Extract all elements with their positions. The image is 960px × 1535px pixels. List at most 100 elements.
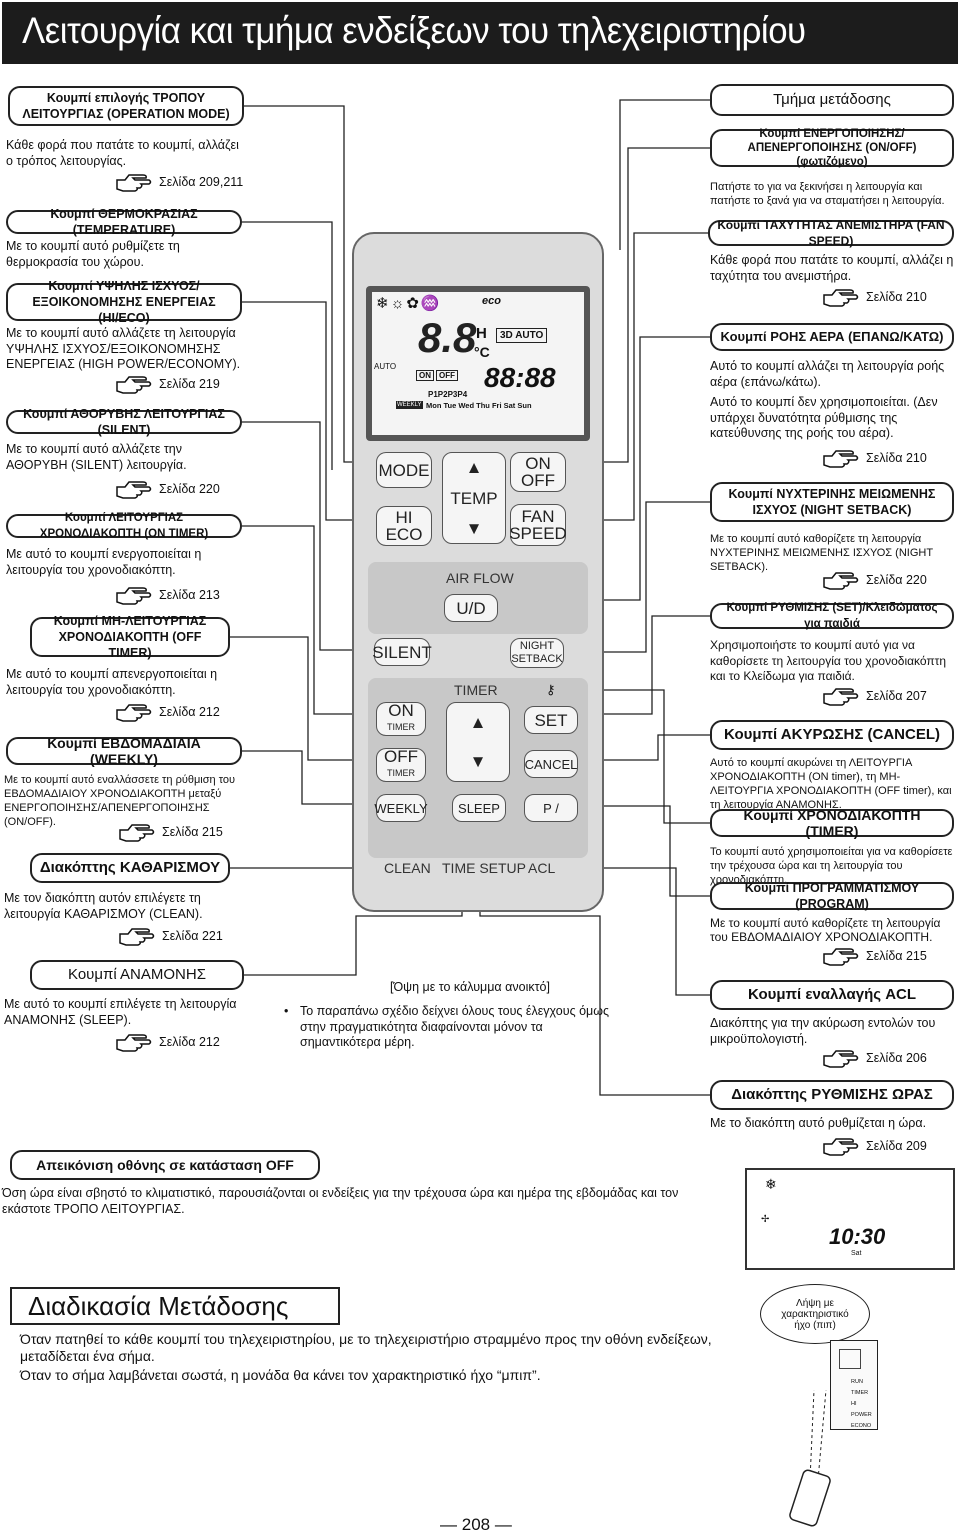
- lcd-unit: °C: [474, 344, 490, 360]
- timer-up-icon[interactable]: ▲: [469, 713, 487, 732]
- timer-down-icon[interactable]: ▼: [469, 752, 487, 771]
- cancel-button[interactable]: CANCEL: [524, 750, 578, 778]
- page-ref-text: Σελίδα 212: [159, 1035, 220, 1049]
- acl-switch[interactable]: ACL: [528, 860, 556, 876]
- timer-button[interactable]: ▲▼: [446, 702, 510, 782]
- set-button[interactable]: SET: [524, 706, 578, 734]
- label-text: Κουμπί ΑΘΟΡΥΒΗΣ ΛΕΙΤΟΥΡΓΙΑΣ (SILENT): [23, 407, 225, 437]
- page-ref-text: Σελίδα 209,211: [159, 175, 244, 189]
- label-temperature-button: Κουμπί ΘΕΡΜΟΚΡΑΣΙΑΣ (TEMPERATURE): [6, 207, 242, 237]
- page-header: Λειτουργία και τμήμα ενδείξεων του τηλεχ…: [2, 2, 958, 64]
- desc-acl: Διακόπτης για την ακύρωση εντολών του μι…: [710, 1016, 936, 1046]
- note-text: Το παραπάνω σχέδιο δείχνει όλους τους έλ…: [300, 1004, 610, 1049]
- label-time-setup-switch: Διακόπτης ΡΥΘΜΙΣΗΣ ΩΡΑΣ: [710, 1080, 954, 1110]
- label-mode-button: Κουμπί επιλογής ΤΡΟΠΟΥ ΛΕΙΤΟΥΡΓΙΑΣ (OPER…: [8, 86, 244, 126]
- page-ref-off-timer: Σελίδα 212: [115, 700, 220, 724]
- off-display-screen: ❄ ✢ 10:30 Sat: [745, 1168, 955, 1270]
- weekly-button[interactable]: WEEKLY: [374, 794, 428, 822]
- small-remote-icon: [789, 1469, 831, 1527]
- label-text: Κουμπί επιλογής ΤΡΟΠΟΥ ΛΕΙΤΟΥΡΓΙΑΣ (OPER…: [22, 91, 230, 121]
- temp-label: TEMP: [450, 488, 498, 508]
- fan-label: FAN: [521, 507, 555, 526]
- page-ref-clean: Σελίδα 221: [118, 924, 223, 948]
- page-ref-program: Σελίδα 215: [822, 944, 927, 968]
- eco-indicator: eco: [482, 295, 501, 307]
- silent-button[interactable]: SILENT: [372, 638, 432, 666]
- temp-down-icon[interactable]: ▼: [465, 519, 483, 538]
- label-text: Κουμπί ΜΗ-ΛΕΙΤΟΥΡΓΙΑΣ ΧΡΟΝΟΔΙΑΚΟΠΤΗ (OFF…: [53, 614, 207, 660]
- page-ref-sleep: Σελίδα 212: [115, 1030, 220, 1054]
- updown-button[interactable]: U/D: [444, 594, 498, 622]
- temp-up-icon[interactable]: ▲: [465, 458, 483, 477]
- temp-button[interactable]: ▲ TEMP ▼: [442, 452, 506, 544]
- remote-caption: [Όψη με το κάλυμμα ανοικτό]: [390, 980, 550, 994]
- label-night-setback-button: Κουμπί ΝΥΧΤΕΡΙΝΗΣ ΜΕΙΩΜΕΝΗΣ ΙΣΧΥΟΣ (NIGH…: [710, 482, 954, 522]
- page-ref-text: Σελίδα 213: [159, 588, 220, 602]
- page-ref-airflow: Σελίδα 210: [822, 446, 927, 470]
- label-text: Κουμπί ΘΕΡΜΟΚΡΑΣΙΑΣ (TEMPERATURE): [50, 207, 198, 237]
- remote-control: ❄☼✿♒ eco 8.8 H °C 3D AUTO AUTO ON OFF 88…: [352, 232, 604, 912]
- airflow-label: AIR FLOW: [446, 570, 514, 586]
- lcd-weekly: WEEKLY: [396, 401, 423, 409]
- pointing-hand-icon: [116, 704, 152, 722]
- mode-button[interactable]: MODE: [376, 452, 432, 488]
- pointing-hand-icon: [116, 1034, 152, 1052]
- label-text: Κουμπί ΕΝΕΡΓΟΠΟΙΗΣΗΣ/ΑΠΕΝΕΡΓΟΠΟΙΗΣΗΣ (ON…: [747, 128, 917, 168]
- label-text: Κουμπί ΤΑΧΥΤΗΤΑΣ ΑΝΕΜΙΣΤΗΡΑ (FAN SPEED): [717, 218, 945, 248]
- on-timer-label: ON: [388, 701, 414, 720]
- page-ref-text: Σελίδα 220: [159, 482, 220, 496]
- indoor-label-hipower: HI POWER: [851, 1401, 872, 1418]
- lcd-on: ON: [416, 370, 434, 381]
- program-button[interactable]: P /: [524, 794, 578, 822]
- page-ref-text: Σελίδα 207: [866, 689, 927, 703]
- airflow-icon: ✢: [761, 1214, 770, 1225]
- hi-label: HI: [395, 508, 413, 527]
- desc-weekly: Με το κουμπί αυτό εναλλάσσετε τη ρύθμιση…: [4, 774, 236, 828]
- page-ref-time-setup: Σελίδα 209: [822, 1134, 927, 1158]
- label-timer-button: Κουμπί ΧΡΟΝΟΔΙΑΚΟΠΤΗ (TIMER): [710, 807, 954, 839]
- remote-note: • Το παραπάνω σχέδιο δείχνει όλους τους …: [284, 1004, 614, 1051]
- page-ref-fan-speed: Σελίδα 210: [822, 285, 927, 309]
- page-ref-text: Σελίδα 220: [866, 573, 927, 587]
- transmit-line2: Όταν το σήμα λαμβάνεται σωστά, η μονάδα …: [20, 1367, 541, 1383]
- label-text: Τμήμα μετάδοσης: [773, 91, 891, 108]
- desc-fan-speed: Κάθε φορά που πατάτε το κουμπί, αλλάζει …: [710, 253, 954, 283]
- label-text: Κουμπί ΑΝΑΜΟΝΗΣ: [68, 966, 206, 983]
- label-text: Κουμπί ΡΥΘΜΙΣΗΣ (SET)/Κλειδώματος για πα…: [726, 602, 938, 630]
- page-ref-text: Σελίδα 221: [162, 929, 223, 943]
- label-text: Κουμπί ΧΡΟΝΟΔΙΑΚΟΠΤΗ (TIMER): [743, 807, 921, 839]
- time-setup-switch[interactable]: TIME SETUP: [442, 860, 527, 876]
- label-text: Κουμπί ΥΨΗΛΗΣ ΙΣΧΥΟΣ/ ΕΞΟΙΚΟΝΟΜΗΣΗΣ ΕΝΕΡ…: [32, 279, 216, 325]
- desc-clean: Με τον διακόπτη αυτόν επιλέγετε τη λειτο…: [4, 891, 203, 921]
- pointing-hand-icon: [119, 824, 155, 842]
- label-transmitter: Τμήμα μετάδοσης: [710, 84, 954, 116]
- on-label: ON: [525, 454, 551, 473]
- eco-label: ECO: [385, 525, 423, 544]
- page-ref-night-setback: Σελίδα 220: [822, 568, 927, 592]
- label-text: Κουμπί ΕΒΔΟΜΑΔΙΑΙΑ (WEEKLY): [47, 735, 201, 767]
- lcd-screen: ❄☼✿♒ eco 8.8 H °C 3D AUTO AUTO ON OFF 88…: [372, 292, 584, 435]
- lcd-display: ❄☼✿♒ eco 8.8 H °C 3D AUTO AUTO ON OFF 88…: [366, 286, 590, 441]
- indoor-labels: RUN TIMER HI POWER ECONO: [851, 1377, 877, 1432]
- label-onoff-button: Κουμπί ΕΝΕΡΓΟΠΟΙΗΣΗΣ/ΑΠΕΝΕΡΓΟΠΟΙΗΣΗΣ (ON…: [710, 128, 954, 168]
- pointing-hand-icon: [116, 481, 152, 499]
- page-ref-text: Σελίδα 215: [162, 825, 223, 839]
- desc-airflow-note: Αυτό το κουμπί δεν χρησιμοποιείται. (Δεν…: [710, 395, 938, 440]
- timer-sub-label: TIMER: [387, 768, 415, 778]
- clean-switch[interactable]: CLEAN: [384, 860, 431, 876]
- transmit-title: Διαδικασία Μετάδοσης: [10, 1287, 340, 1325]
- label-airflow-button: Κουμπί ΡΟΗΣ ΑΕΡΑ (ΕΠΑΝΩ/ΚΑΤΩ): [710, 323, 954, 351]
- pointing-hand-icon: [823, 572, 859, 590]
- sleep-button[interactable]: SLEEP: [452, 794, 506, 822]
- label-sleep-button: Κουμπί ΑΝΑΜΟΝΗΣ: [30, 960, 244, 990]
- lcd-clock: 88:88: [484, 362, 556, 393]
- pointing-hand-icon: [119, 928, 155, 946]
- label-weekly-button: Κουμπί ΕΒΔΟΜΑΔΙΑΙΑ (WEEKLY): [6, 735, 242, 767]
- page-number: — 208 —: [440, 1515, 512, 1534]
